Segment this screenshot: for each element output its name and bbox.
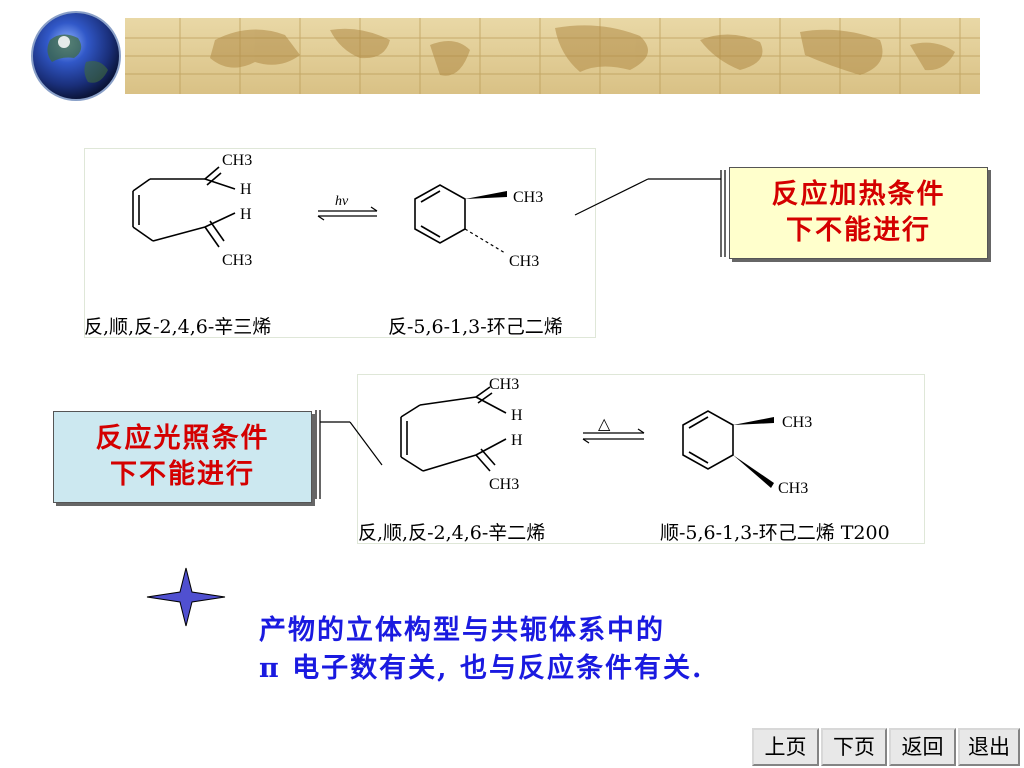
header-banner — [31, 11, 980, 101]
product1-label-ch3-top: CH3 — [513, 189, 543, 206]
reactant2-label-ch3-bottom: CH3 — [489, 476, 519, 493]
reactant2-label-h-1: H — [511, 407, 523, 424]
reactant1-label-ch3-bottom: CH3 — [222, 252, 252, 269]
cyclohexadiene-structure — [414, 184, 466, 244]
note1-connector — [574, 170, 726, 257]
reactant1-label-h-1: H — [240, 181, 252, 198]
reaction2-scheme: CH3 H H CH3 △ CH3 CH3 — [400, 376, 812, 497]
back-button[interactable]: 返回 — [889, 728, 956, 766]
light-note-line2: 下不能进行 — [110, 459, 255, 490]
reaction1-reactant-name: 反,顺,反-2,4,6-辛三烯 — [84, 316, 272, 338]
product2-label-ch3-bottom: CH3 — [778, 480, 808, 497]
reaction2-product-name: 顺-5,6-1,3-环己二烯 T200 — [660, 522, 890, 544]
wedge-bond — [465, 191, 507, 199]
octatriene-structure — [132, 166, 236, 248]
product1-label-ch3-bottom: CH3 — [509, 253, 539, 270]
exit-button[interactable]: 退出 — [958, 728, 1020, 766]
reactant2-label-h-2: H — [511, 432, 523, 449]
prev-page-button[interactable]: 上页 — [752, 728, 819, 766]
equilibrium-arrows-2 — [582, 428, 645, 444]
reaction2-condition: △ — [598, 416, 611, 433]
equilibrium-arrows — [317, 206, 378, 221]
reaction2-reactant-name: 反,顺,反-2,4,6-辛二烯 — [358, 522, 546, 544]
heat-note-line2: 下不能进行 — [786, 215, 931, 246]
star-bullet-icon — [146, 567, 226, 627]
light-condition-note: 反应光照条件 下不能进行 — [53, 411, 312, 503]
light-note-line1: 反应光照条件 — [95, 423, 270, 454]
wedge-bond-2b — [733, 455, 774, 488]
next-page-button[interactable]: 下页 — [821, 728, 887, 766]
wedge-bond-2a — [733, 417, 774, 425]
heat-condition-note: 反应加热条件 下不能进行 — [729, 167, 988, 259]
reactant1-label-h-2: H — [240, 206, 252, 223]
conclusion-line2: π 电子数有关, 也与反应条件有关. — [259, 653, 704, 684]
reactant2-label-ch3-top: CH3 — [489, 376, 519, 393]
globe-icon — [31, 11, 121, 101]
cyclohexadiene-structure-2 — [682, 410, 734, 470]
reaction1-condition: hv — [335, 194, 349, 209]
reaction1-panel: CH3 H H CH3 hv CH3 CH3 — [84, 148, 596, 338]
product2-label-ch3-top: CH3 — [782, 414, 812, 431]
conclusion-line1: 产物的立体构型与共轭体系中的 — [259, 615, 665, 646]
heat-note-line1: 反应加热条件 — [771, 179, 946, 210]
slide-navigation: 上页 下页 返回 退出 — [752, 728, 1020, 766]
conclusion-text: 产物的立体构型与共轭体系中的 π 电子数有关, 也与反应条件有关. — [259, 612, 703, 688]
reaction1-product-name: 反-5,6-1,3-环己二烯 — [388, 316, 563, 338]
octatriene-structure-2 — [400, 386, 507, 472]
reactant1-label-ch3-top: CH3 — [222, 152, 252, 169]
note2-connector — [315, 410, 383, 499]
reaction1-scheme: CH3 H H CH3 hv CH3 CH3 — [132, 152, 543, 270]
dash-bond — [464, 228, 506, 254]
reaction2-panel: CH3 H H CH3 △ CH3 CH3 — [357, 374, 925, 544]
